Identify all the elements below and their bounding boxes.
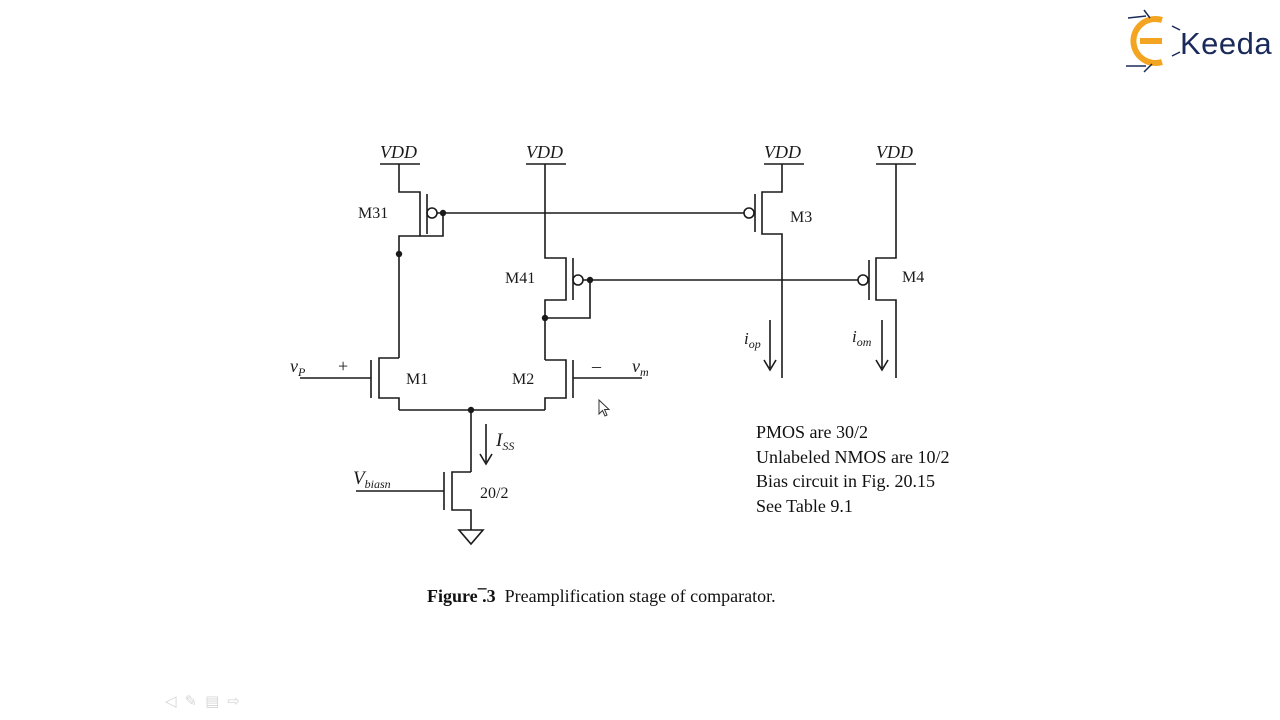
pen-icon[interactable]: ✎ bbox=[184, 692, 206, 710]
m3-gate-bubble bbox=[743, 207, 755, 219]
figure-caption: Figure ̅.3 Preamplification stage of com… bbox=[427, 586, 776, 607]
m3-label: M3 bbox=[790, 209, 812, 226]
tail-channel bbox=[451, 471, 472, 530]
m41-gate-bubble bbox=[572, 274, 584, 286]
vdd-label-3: VDD bbox=[764, 142, 801, 162]
ekeeda-logo bbox=[1122, 6, 1272, 78]
vm-label: vm bbox=[632, 356, 649, 379]
iom-label: iom bbox=[852, 327, 872, 349]
iss-arrow-head bbox=[479, 453, 493, 466]
m41-diode-wire bbox=[545, 279, 591, 319]
ground-symbol bbox=[457, 529, 485, 546]
node-m41-drain bbox=[541, 314, 549, 322]
node-m31-gate bbox=[439, 209, 447, 217]
note-nmos: Unlabeled NMOS are 10/2 bbox=[756, 446, 950, 467]
figure-label: Figure bbox=[427, 586, 478, 606]
vdd-label-4: VDD bbox=[876, 142, 913, 162]
figure-number: ̅.3 bbox=[477, 586, 496, 606]
tail-size-label: 20/2 bbox=[480, 485, 508, 502]
note-bias: Bias circuit in Fig. 20.15 bbox=[756, 471, 935, 491]
note-table: See Table 9.1 bbox=[756, 495, 853, 516]
m41-drain-source bbox=[544, 164, 567, 360]
node-tail bbox=[467, 406, 475, 414]
node-m41-gate bbox=[586, 276, 594, 284]
m31-drain-source bbox=[398, 164, 421, 254]
device-notes: PMOS are 30/2 Unlabeled NMOS are 10/2 Bi… bbox=[756, 420, 949, 518]
vdd-label-1: VDD bbox=[380, 142, 417, 162]
m31-label: M31 bbox=[358, 205, 388, 222]
figure-text: Preamplification stage of comparator. bbox=[504, 586, 776, 606]
mouse-pointer-icon bbox=[598, 399, 611, 417]
m41-label: M41 bbox=[505, 270, 535, 287]
m2-label: M2 bbox=[512, 371, 534, 388]
m1-label: M1 bbox=[406, 371, 428, 388]
vp-sign: + bbox=[338, 356, 348, 376]
vp-label: vP bbox=[290, 356, 306, 379]
next-slide-icon[interactable]: ⇨ bbox=[227, 692, 248, 710]
iss-label: ISS bbox=[495, 430, 514, 453]
slide-controls: ◁✎▤⇨ bbox=[165, 692, 248, 710]
vm-sign: – bbox=[591, 356, 602, 376]
logo-mark-icon bbox=[1126, 9, 1181, 73]
m4-drain-source bbox=[875, 164, 897, 378]
vbias-label: Vbiasn bbox=[353, 468, 391, 491]
m3-drain-source bbox=[761, 164, 783, 378]
m31-diode-wire bbox=[420, 212, 444, 237]
prev-slide-icon[interactable]: ◁ bbox=[165, 692, 185, 710]
note-pmos: PMOS are 30/2 bbox=[756, 422, 868, 442]
node-m31-drain bbox=[395, 250, 403, 258]
iop-label: iop bbox=[744, 329, 761, 351]
logo-text: Keeda bbox=[1180, 26, 1273, 61]
iom-arrow-head bbox=[875, 359, 889, 372]
m1-channel bbox=[378, 357, 400, 410]
vdd-label-2: VDD bbox=[526, 142, 563, 162]
iop-arrow-head bbox=[763, 359, 777, 372]
m4-label: M4 bbox=[902, 269, 924, 286]
m4-gate-bubble bbox=[857, 274, 869, 286]
menu-icon[interactable]: ▤ bbox=[205, 692, 228, 710]
m2-channel bbox=[544, 359, 567, 410]
m31-gate-bubble bbox=[426, 207, 438, 219]
